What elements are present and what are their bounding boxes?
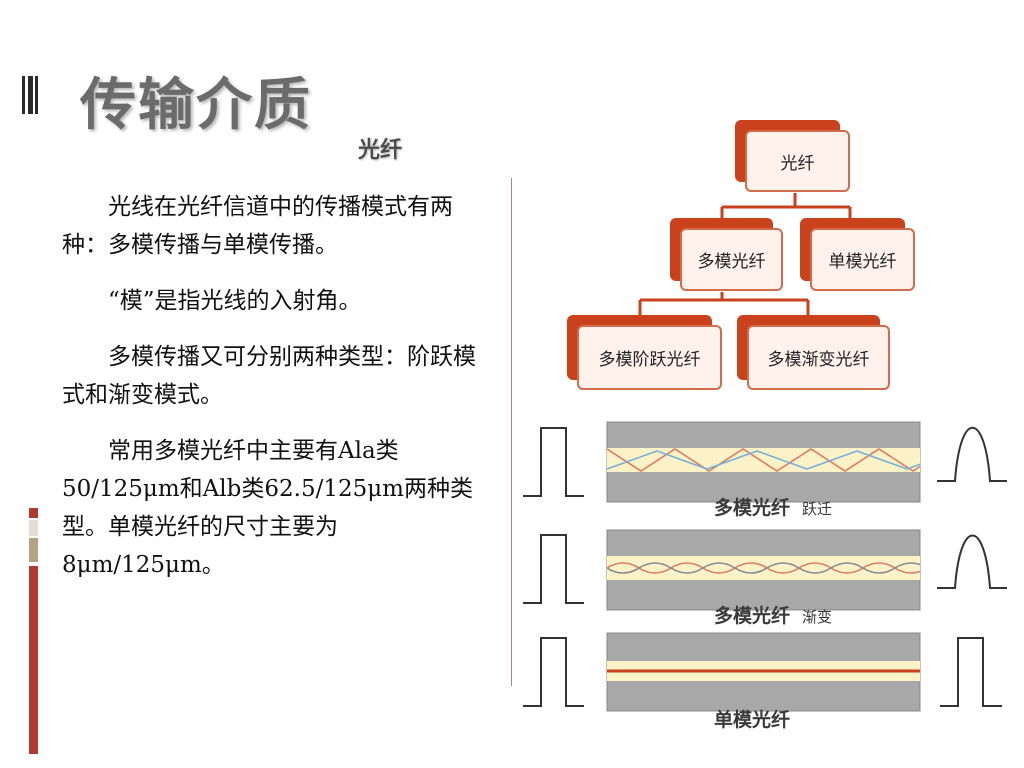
- input-pulse-icon: [523, 534, 584, 604]
- org-node-singlemode: 单模光纤: [800, 218, 915, 291]
- fiber-caption-label: 多模光纤: [714, 605, 791, 627]
- slide-title: 传输介质: [80, 73, 312, 138]
- fiber-single-mode: [523, 632, 1002, 712]
- org-node-label: 单模光纤: [810, 228, 915, 291]
- sidebar-accent: [29, 520, 38, 536]
- title-decoration-bar: [28, 76, 33, 114]
- body-text: 光线在光纤信道中的传播模式有两种：多模传播与单模传播。 “模”是指光线的入射角。…: [62, 188, 482, 602]
- sidebar-accent: [29, 566, 38, 754]
- paragraph: “模”是指光线的入射角。: [108, 288, 362, 314]
- fiber-caption: 单模光纤: [714, 705, 790, 732]
- input-pulse-icon: [523, 637, 584, 707]
- fiber-caption: 多模光纤跃迁: [714, 493, 832, 520]
- fiber-graded-index: [523, 529, 1007, 611]
- org-node-step-index: 多模阶跃光纤: [567, 315, 722, 390]
- fiber-step-index: [523, 421, 1007, 503]
- org-node-label: 光纤: [745, 130, 850, 192]
- org-node-label: 多模光纤: [680, 228, 783, 291]
- fiber-caption-sublabel: 渐变: [802, 608, 833, 626]
- sidebar-accent: [29, 508, 38, 518]
- org-node-label: 多模渐变光纤: [747, 325, 890, 390]
- title-decoration-bar: [35, 76, 38, 114]
- vertical-divider: [511, 178, 512, 686]
- output-pulse-icon: [940, 637, 1002, 707]
- slide-subtitle: 光纤: [357, 138, 402, 163]
- title-decoration-bar: [22, 76, 25, 114]
- paragraph: 常用多模光纤中主要有Ala类50/125μm和Alb类62.5/125μm两种类…: [62, 438, 473, 578]
- paragraph: 多模传播又可分别两种类型：阶跃模式和渐变模式。: [62, 344, 476, 408]
- output-pulse-icon: [937, 427, 1007, 482]
- org-node-multimode: 多模光纤: [670, 218, 783, 291]
- org-node-label: 多模阶跃光纤: [577, 325, 722, 390]
- fiber-diagrams: [523, 421, 1007, 712]
- fiber-caption-label: 多模光纤: [714, 497, 791, 519]
- fiber-caption: 多模光纤渐变: [714, 601, 832, 628]
- paragraph: 光线在光纤信道中的传播模式有两种：多模传播与单模传播。: [62, 194, 453, 258]
- sidebar-accent: [29, 538, 38, 562]
- org-node-root: 光纤: [735, 120, 850, 192]
- fiber-caption-label: 单模光纤: [714, 709, 791, 731]
- org-node-graded-index: 多模渐变光纤: [737, 315, 890, 390]
- input-pulse-icon: [523, 427, 584, 497]
- output-pulse-icon: [937, 534, 1007, 589]
- fiber-caption-sublabel: 跃迁: [802, 500, 833, 518]
